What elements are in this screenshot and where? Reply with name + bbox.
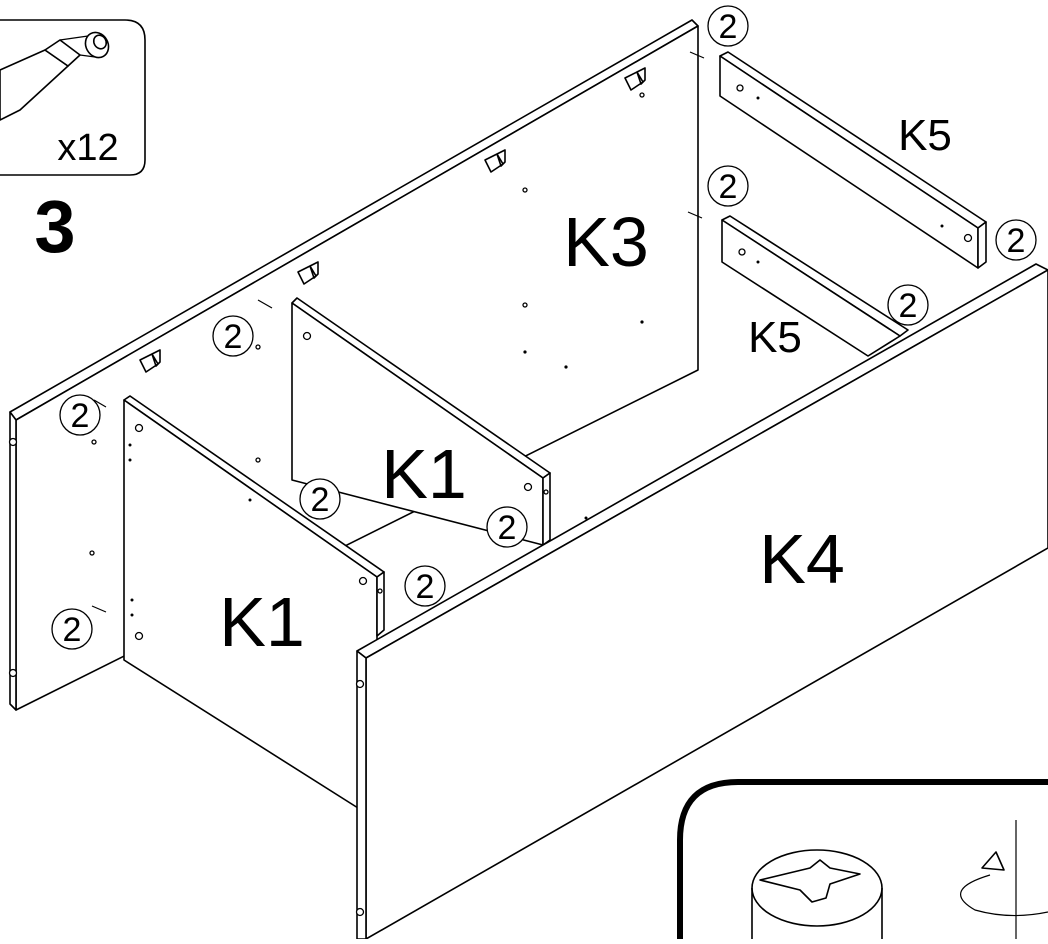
callout-2: 2 — [708, 6, 748, 46]
svg-text:2: 2 — [719, 8, 738, 46]
svg-text:2: 2 — [899, 287, 918, 325]
callout-2: 2 — [708, 166, 748, 206]
label-k3: K3 — [563, 203, 649, 281]
svg-text:2: 2 — [224, 318, 243, 356]
label-k5-mid: K5 — [748, 313, 802, 362]
callout-2: 2 — [405, 566, 445, 606]
callout-2: 2 — [300, 479, 340, 519]
detail-box — [680, 782, 1048, 939]
step-number: 3 — [34, 185, 75, 268]
callout-2: 2 — [60, 395, 100, 435]
svg-text:2: 2 — [71, 397, 90, 435]
svg-text:2: 2 — [719, 168, 738, 206]
callout-2: 2 — [487, 507, 527, 547]
cam-lock-rotate-icon — [961, 820, 1048, 939]
callout-2: 2 — [213, 316, 253, 356]
label-k1-inner: K1 — [381, 435, 467, 513]
label-k1-front: K1 — [219, 583, 305, 661]
hardware-box: x12 — [0, 20, 145, 175]
callout-2: 2 — [996, 220, 1036, 260]
callout-2: 2 — [888, 285, 928, 325]
svg-text:2: 2 — [416, 568, 435, 606]
cam-lock-icon — [752, 850, 882, 939]
label-k4: K4 — [759, 520, 845, 598]
hardware-quantity: x12 — [57, 127, 118, 169]
svg-text:2: 2 — [498, 509, 517, 547]
svg-text:2: 2 — [311, 481, 330, 519]
label-k5-top: K5 — [898, 111, 952, 160]
svg-text:2: 2 — [63, 611, 82, 649]
svg-text:2: 2 — [1007, 222, 1026, 260]
callout-2: 2 — [52, 609, 92, 649]
